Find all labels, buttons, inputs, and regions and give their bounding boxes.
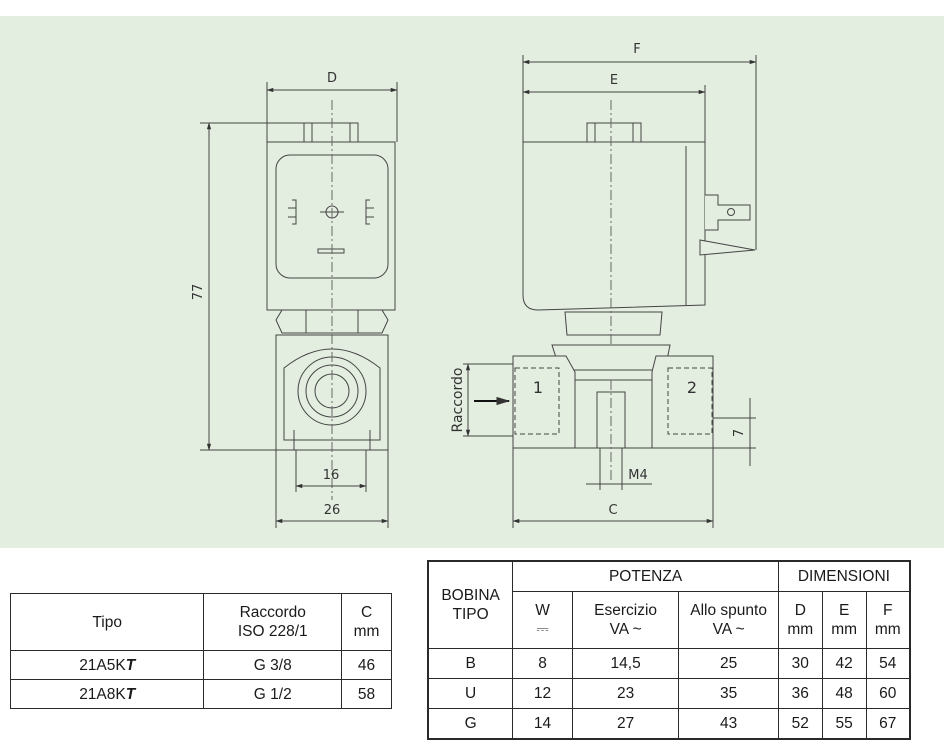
- header-e: E mm: [821, 591, 867, 649]
- table-row: 21A8KT G 1/2 58: [9, 679, 392, 709]
- spunto-cell: 43: [678, 708, 779, 740]
- bobina-cell: B: [427, 648, 514, 679]
- header-raccordo: Raccordo ISO 228/1: [203, 593, 343, 651]
- c-cell: 58: [341, 679, 392, 709]
- header-spunto: Allo spunto VA ~: [678, 591, 779, 649]
- header-esercizio: Esercizio VA ~: [571, 591, 680, 649]
- table-row: U 12 23 35 36 48 60: [427, 678, 911, 709]
- f-cell: 60: [865, 678, 911, 709]
- drawing-svg: D 77 16 26 F E 1 2 Raccordo 7 M4 C: [191, 42, 757, 528]
- group-header-row: BOBINA TIPO POTENZA DIMENSIONI: [427, 560, 911, 649]
- tipo-table: Tipo Raccordo ISO 228/1 C mm 21A5KT G 3/…: [9, 593, 392, 709]
- header-f: F mm: [865, 591, 911, 649]
- dim-c-label: C: [608, 503, 617, 518]
- d-cell: 52: [777, 708, 823, 740]
- header-w: W ⎓: [512, 591, 573, 649]
- bobina-cell: U: [427, 678, 514, 709]
- dim-7-label: 7: [732, 429, 747, 437]
- dim-m4-label: M4: [628, 468, 648, 483]
- header-d: D mm: [777, 591, 823, 649]
- table-header-row: Tipo Raccordo ISO 228/1 C mm: [9, 593, 392, 651]
- dim-f-label: F: [633, 42, 640, 57]
- tipo-cell: 21A5KT: [9, 650, 205, 680]
- right-view: [463, 55, 757, 528]
- header-bobina: BOBINA TIPO: [427, 560, 514, 649]
- header-dimensioni: DIMENSIONI: [777, 560, 911, 592]
- table-row: B 8 14,5 25 30 42 54: [427, 648, 911, 679]
- table-row: G 14 27 43 52 55 67: [427, 708, 911, 740]
- header-tipo: Tipo: [9, 593, 205, 651]
- raccordo-cell: G 3/8: [203, 650, 343, 680]
- spunto-cell: 25: [678, 648, 779, 679]
- port-1-label: 1: [533, 378, 543, 397]
- f-cell: 54: [865, 648, 911, 679]
- bobina-table: BOBINA TIPO POTENZA DIMENSIONI W ⎓ Eserc…: [427, 560, 911, 740]
- bobina-cell: G: [427, 708, 514, 740]
- d-cell: 36: [777, 678, 823, 709]
- header-potenza: POTENZA: [512, 560, 779, 592]
- tipo-cell: 21A8KT: [9, 679, 205, 709]
- raccordo-label: Raccordo: [450, 368, 466, 433]
- table-row: 21A5KT G 3/8 46: [9, 650, 392, 680]
- d-cell: 30: [777, 648, 823, 679]
- c-cell: 46: [341, 650, 392, 680]
- header-c: C mm: [341, 593, 392, 651]
- e-cell: 48: [821, 678, 867, 709]
- technical-drawing: D 77 16 26 F E 1 2 Raccordo 7 M4 C: [0, 16, 944, 548]
- spunto-cell: 35: [678, 678, 779, 709]
- f-cell: 67: [865, 708, 911, 740]
- e-cell: 55: [821, 708, 867, 740]
- w-cell: 12: [512, 678, 573, 709]
- dim-16-label: 16: [323, 468, 340, 483]
- dim-e-label: E: [610, 73, 618, 88]
- dim-77-label: 77: [191, 284, 206, 301]
- w-cell: 8: [512, 648, 573, 679]
- raccordo-cell: G 1/2: [203, 679, 343, 709]
- esercizio-cell: 14,5: [571, 648, 680, 679]
- dim-d-label: D: [327, 71, 337, 86]
- esercizio-cell: 27: [571, 708, 680, 740]
- left-view: [200, 82, 398, 528]
- w-cell: 14: [512, 708, 573, 740]
- port-2-label: 2: [687, 378, 697, 397]
- dim-26-label: 26: [324, 503, 341, 518]
- esercizio-cell: 23: [571, 678, 680, 709]
- e-cell: 42: [821, 648, 867, 679]
